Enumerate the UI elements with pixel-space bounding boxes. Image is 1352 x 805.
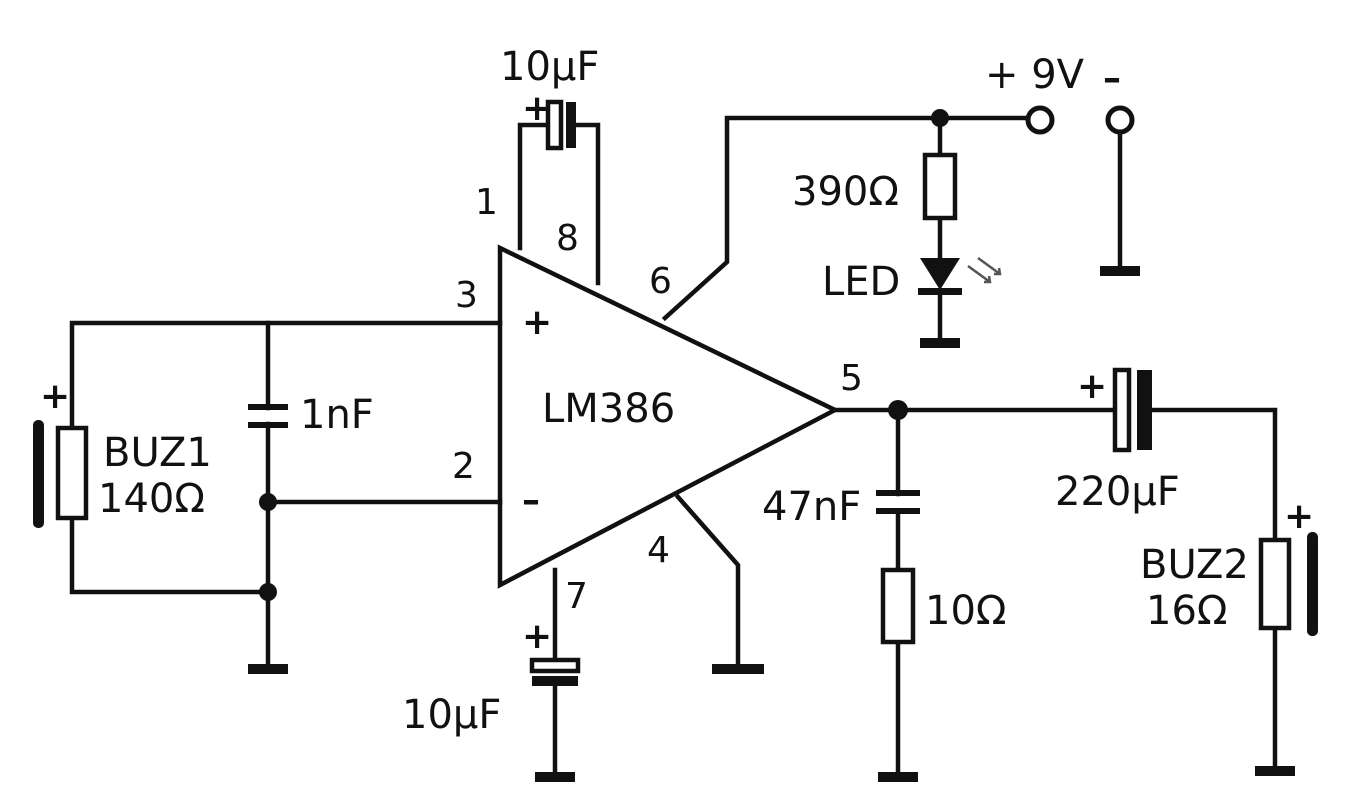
ic-inverting-sign: –: [522, 480, 540, 521]
led-light-arrows: [967, 256, 1002, 284]
buz2-ground-bar: [1255, 766, 1295, 776]
bypass-cap-plate-negative: [532, 676, 578, 686]
led-ground-bar: [920, 338, 960, 348]
output-wire: [832, 407, 1278, 773]
pin-6-label: 6: [649, 261, 672, 302]
zobel-ground-bar: [878, 772, 918, 782]
pin-1-label: 1: [475, 182, 498, 223]
output-cap-value: 220µF: [1055, 469, 1180, 515]
pin4-ground-bar: [712, 664, 764, 674]
buz2-body: [1258, 537, 1292, 631]
input-ground-bar: [248, 664, 288, 674]
buz2-polarity: +: [1284, 496, 1314, 537]
zobel-resistor: [880, 567, 916, 645]
pin-4-label: 4: [647, 530, 670, 571]
gain-cap-plate-positive: [545, 99, 564, 151]
buz2-value: 16Ω: [1146, 588, 1227, 634]
negative-terminal: [1105, 105, 1135, 135]
positive-terminal: [1025, 105, 1055, 135]
buz1-body: [55, 425, 89, 521]
led-resistor: [922, 152, 958, 221]
zobel-cap-plate-bottom: [876, 508, 920, 514]
ic-noninverting-sign: +: [522, 302, 552, 343]
negative-supply-label: –: [1103, 58, 1121, 99]
bypass-cap-plate-positive: [529, 657, 581, 674]
gain-cap-polarity: +: [522, 88, 552, 129]
led-label: LED: [822, 259, 900, 305]
output-cap-plate-positive: [1112, 367, 1132, 453]
led-resistor-value: 390Ω: [792, 169, 899, 215]
inverting-node: [259, 493, 277, 511]
zobel-resistor-value: 10Ω: [925, 588, 1006, 634]
input-cap-value: 1nF: [300, 392, 374, 438]
gain-cap-value: 10µF: [500, 44, 599, 90]
negative-ground-bar: [1100, 266, 1140, 276]
bypass-cap-polarity: +: [522, 616, 552, 657]
pin-5-label: 5: [840, 358, 863, 399]
buz2-name: BUZ2: [1140, 542, 1249, 588]
input-cap-plate-bottom: [248, 422, 288, 428]
led-diode-symbol: [920, 258, 960, 290]
bypass-ground-bar: [535, 772, 575, 782]
buz1-membrane: [33, 420, 44, 528]
pin-2-label: 2: [452, 446, 475, 487]
output-cap-plate-negative: [1137, 370, 1152, 450]
positive-supply-label: + 9V: [985, 52, 1085, 98]
bypass-cap-value: 10µF: [402, 692, 501, 738]
pin4-ground-wire: [674, 493, 741, 671]
lm386-amplifier-symbol: [497, 244, 841, 589]
ground-node: [259, 583, 277, 601]
buz1-name: BUZ1: [103, 430, 212, 476]
zobel-cap-plate-top: [876, 490, 920, 496]
ic-name-label: LM386: [542, 386, 675, 432]
pin-8-label: 8: [556, 218, 579, 259]
gain-cap-plate-negative: [566, 102, 576, 148]
zobel-cap-value: 47nF: [762, 484, 861, 530]
led-cathode-bar: [918, 288, 962, 295]
supply-wire: [661, 115, 1031, 322]
input-cap-plate-top: [248, 404, 288, 410]
buz1-polarity: +: [40, 376, 70, 417]
buz2-membrane: [1307, 532, 1318, 636]
gain-cap-wire: [517, 122, 601, 286]
input-top-wire: [69, 320, 503, 595]
output-cap-polarity: +: [1077, 366, 1107, 407]
buz1-value: 140Ω: [98, 476, 205, 522]
pin-3-label: 3: [455, 275, 478, 316]
pin-7-label: 7: [565, 576, 588, 617]
